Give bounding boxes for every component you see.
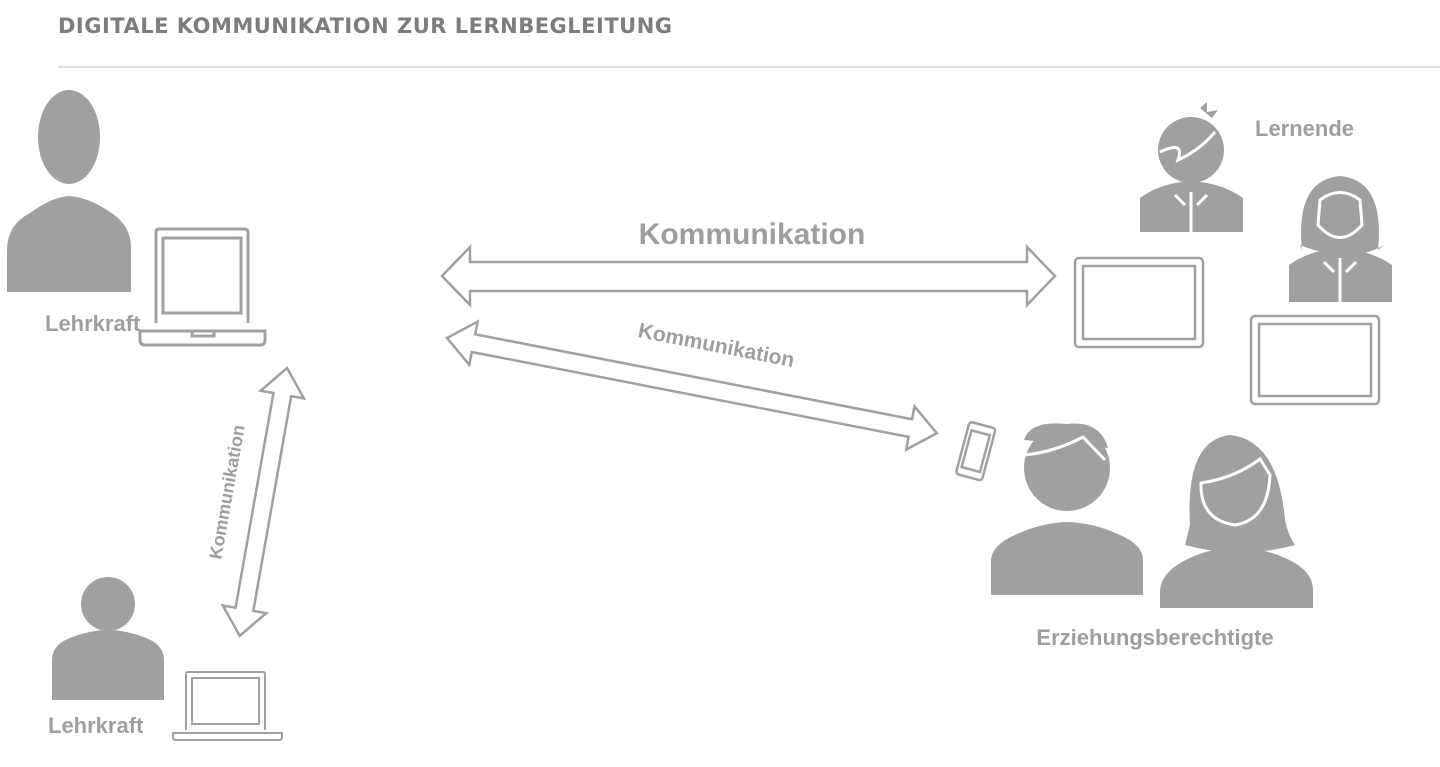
guardians-label: Erziehungsberechtigte [1036,625,1273,650]
learner-boy-icon [1140,102,1243,232]
arrow-teacher-teacher [220,366,307,638]
arrow-teacher-learners [440,243,1057,309]
arrow-learners-label: Kommunikation [639,218,866,251]
teacher-main-label: Lehrkraft [45,311,141,336]
tablet-icon [1073,256,1205,349]
arrow-teachers-label: Kommunikation [205,423,248,560]
teacher-main-icon [7,90,131,292]
teacher-second-icon [52,577,164,700]
divider [58,66,1440,68]
guardian-man-icon [991,423,1143,595]
learners-label: Lernende [1255,116,1354,141]
teacher-second-label: Lehrkraft [48,713,144,738]
arrow-guardians-label: Kommunikation [636,319,796,372]
page-title: DIGITALE KOMMUNIKATION ZUR LERNBEGLEITUN… [58,14,673,38]
guardian-woman-icon [1160,435,1313,608]
tablet-icon [1249,314,1381,406]
smartphone-icon [955,421,997,482]
learner-girl-icon [1289,176,1392,302]
arrow-teacher-guardians [445,319,939,453]
small-laptop-icon [172,671,283,741]
laptop-icon [138,227,267,347]
